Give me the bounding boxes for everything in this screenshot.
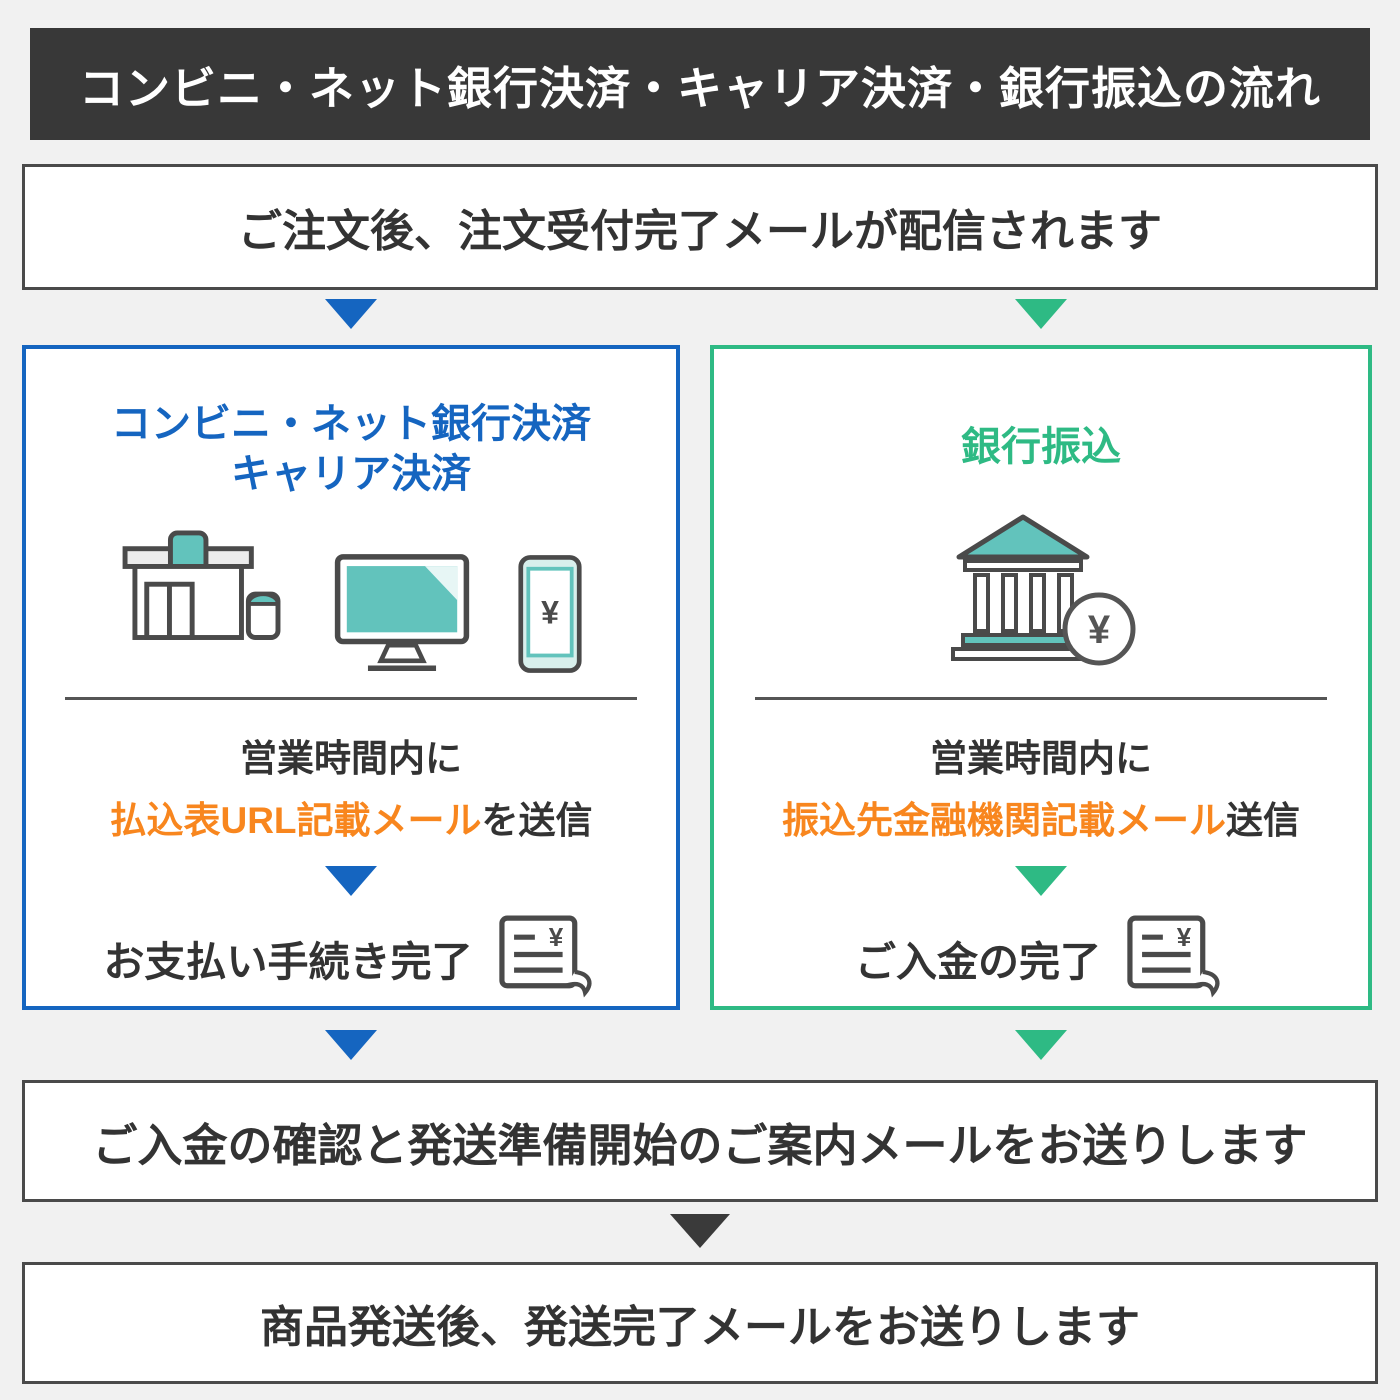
arrow-down-green-icon bbox=[1015, 299, 1067, 329]
bank-building-icon: ¥ bbox=[951, 514, 1136, 666]
page-title: コンビニ・ネット銀行決済・キャリア決済・銀行振込の流れ bbox=[30, 28, 1370, 140]
convenience-store-icon bbox=[122, 530, 281, 640]
arrow-down-blue-icon bbox=[325, 866, 377, 896]
computer-monitor-icon bbox=[334, 554, 470, 671]
convenience-panel-title-line2: キャリア決済 bbox=[231, 451, 471, 496]
arrow-down-green-icon bbox=[1015, 1030, 1067, 1060]
bank-panel-title-text: 銀行振込 bbox=[961, 425, 1121, 469]
divider-line bbox=[65, 697, 637, 700]
convenience-payment-panel: コンビニ・ネット銀行決済 キャリア決済 bbox=[22, 345, 680, 1010]
convenience-icons: ¥ bbox=[119, 513, 583, 675]
receipt-icon: ¥ bbox=[1127, 915, 1220, 998]
send-mail-highlight: 払込表URL記載メール bbox=[109, 800, 482, 841]
step-confirm-box: ご入金の確認と発送準備開始のご案内メールをお送りします bbox=[22, 1080, 1378, 1202]
yen-symbol: ¥ bbox=[548, 922, 563, 952]
send-mail-text: 払込表URL記載メールを送信 bbox=[109, 790, 592, 844]
send-mail-rest: 送信 bbox=[1226, 800, 1300, 841]
bank-icons: ¥ bbox=[943, 509, 1139, 675]
payment-complete-row: お支払い手続き完了 ¥ bbox=[104, 910, 599, 1006]
business-hours-text: 営業時間内に bbox=[240, 738, 462, 779]
receipt-icon: ¥ bbox=[498, 915, 591, 998]
arrow-down-green-icon bbox=[1015, 866, 1067, 896]
smartphone-icon: ¥ bbox=[518, 555, 582, 673]
send-mail-highlight: 振込先金融機関記載メール bbox=[782, 800, 1226, 841]
business-hours-text: 営業時間内に bbox=[930, 738, 1152, 779]
deposit-complete-row: ご入金の完了 ¥ bbox=[855, 910, 1227, 1006]
step-shipped-box: 商品発送後、発送完了メールをお送りします bbox=[22, 1262, 1378, 1384]
divider-line bbox=[755, 697, 1327, 700]
step-order-box: ご注文後、注文受付完了メールが配信されます bbox=[22, 164, 1378, 290]
yen-symbol: ¥ bbox=[541, 594, 559, 630]
send-mail-text: 振込先金融機関記載メール送信 bbox=[782, 790, 1300, 844]
yen-symbol: ¥ bbox=[1088, 608, 1111, 652]
bank-panel-title: 銀行振込 bbox=[961, 391, 1121, 503]
convenience-panel-title-line1: コンビニ・ネット銀行決済 bbox=[111, 401, 591, 446]
arrow-down-blue-icon bbox=[325, 299, 377, 329]
arrow-down-blue-icon bbox=[325, 1030, 377, 1060]
bank-transfer-panel: 銀行振込 ¥ 営業時間内に 振込先金融機関記載メール送信 bbox=[710, 345, 1372, 1010]
convenience-panel-title: コンビニ・ネット銀行決済 キャリア決済 bbox=[111, 391, 591, 507]
arrow-down-dark-icon bbox=[670, 1214, 730, 1248]
yen-symbol: ¥ bbox=[1177, 922, 1192, 952]
send-mail-rest: を送信 bbox=[481, 800, 593, 841]
deposit-complete-text: ご入金の完了 bbox=[855, 939, 1101, 985]
payment-complete-text: お支払い手続き完了 bbox=[103, 939, 473, 985]
